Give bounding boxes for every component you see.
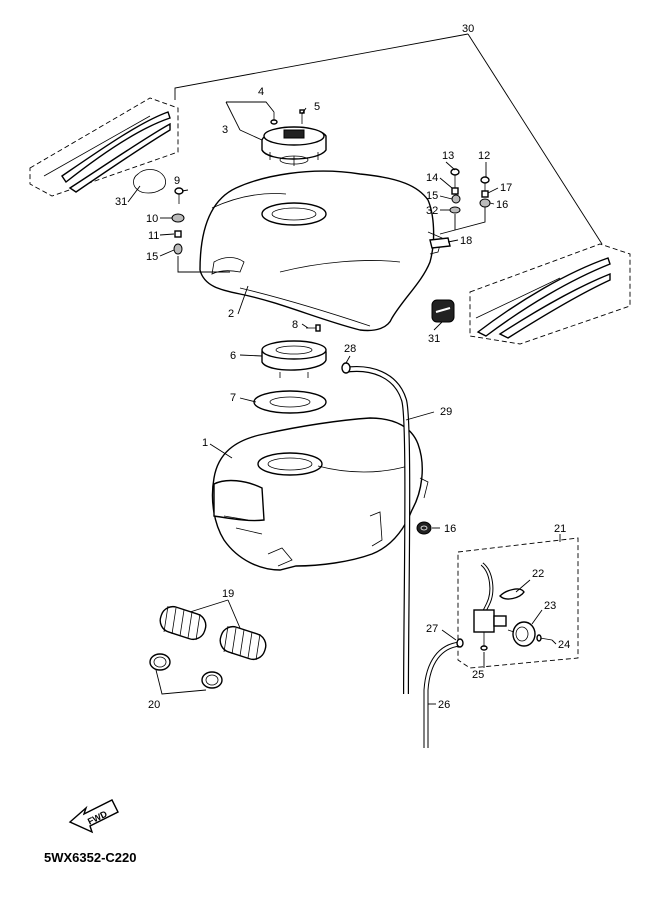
callout-29: 29 bbox=[440, 406, 452, 418]
callout-9: 9 bbox=[174, 175, 180, 187]
collar-11 bbox=[174, 230, 182, 238]
callout-18: 18 bbox=[460, 235, 472, 247]
clamp-20-left bbox=[149, 653, 171, 671]
grommet-15-right bbox=[451, 194, 461, 204]
lever-23 bbox=[507, 621, 536, 647]
callout-12: 12 bbox=[478, 150, 490, 162]
callout-2: 2 bbox=[228, 308, 234, 320]
callout-16-lower: 16 bbox=[444, 523, 456, 535]
callout-22: 22 bbox=[532, 568, 544, 580]
hose-19-right bbox=[219, 625, 267, 661]
callout-3: 3 bbox=[222, 124, 228, 136]
callout-19: 19 bbox=[222, 588, 234, 600]
bolt-8 bbox=[306, 324, 321, 332]
hose-26 bbox=[423, 641, 461, 748]
callout-25: 25 bbox=[472, 669, 484, 681]
callout-13: 13 bbox=[442, 150, 454, 162]
callout-24: 24 bbox=[558, 639, 570, 651]
emblem-left bbox=[133, 169, 166, 194]
left-decal-group bbox=[29, 97, 179, 197]
callout-7: 7 bbox=[230, 392, 236, 404]
callout-10: 10 bbox=[146, 213, 158, 225]
callout-11: 11 bbox=[148, 230, 159, 242]
callout-16-upper: 16 bbox=[496, 199, 508, 211]
callout-4: 4 bbox=[258, 86, 264, 98]
emblem-right bbox=[431, 299, 455, 323]
cap-bolt-4 bbox=[270, 112, 278, 125]
screw-9 bbox=[174, 187, 184, 204]
collar-14 bbox=[451, 187, 459, 195]
clamp-20-right bbox=[201, 671, 223, 689]
callout-31-right: 31 bbox=[428, 333, 440, 345]
callout-26: 26 bbox=[438, 699, 450, 711]
right-decal-group bbox=[469, 243, 631, 345]
diagram-code: 5WX6352-C220 bbox=[44, 850, 137, 865]
gasket-22 bbox=[499, 588, 525, 600]
callout-28: 28 bbox=[344, 343, 356, 355]
screw-24 bbox=[536, 634, 553, 642]
gasket bbox=[253, 390, 327, 414]
callout-30: 30 bbox=[462, 23, 474, 35]
callout-8: 8 bbox=[292, 319, 298, 331]
callout-15-right: 15 bbox=[426, 190, 438, 202]
bolt-12 bbox=[480, 176, 490, 192]
callout-17: 17 bbox=[500, 182, 512, 194]
callout-5: 5 bbox=[314, 101, 320, 113]
callout-23: 23 bbox=[544, 600, 556, 612]
clamp-27 bbox=[456, 638, 464, 648]
collar-17 bbox=[481, 190, 489, 198]
grommet-16-lower bbox=[416, 521, 432, 535]
callout-31-left: 31 bbox=[115, 196, 127, 208]
callout-15-left: 15 bbox=[146, 251, 158, 263]
callout-21: 21 bbox=[554, 523, 566, 535]
washer-32 bbox=[449, 206, 461, 214]
callout-20: 20 bbox=[148, 699, 160, 711]
filler-ring bbox=[261, 340, 327, 378]
bracket-18 bbox=[429, 237, 451, 249]
callout-6: 6 bbox=[230, 350, 236, 362]
leader-30 bbox=[174, 33, 603, 245]
bolt-13 bbox=[450, 168, 460, 188]
callout-32: 32 bbox=[426, 205, 438, 217]
fuel-tank bbox=[211, 417, 429, 571]
callout-labels: 30 4 5 3 9 31 10 11 15 2 13 12 14 17 15 … bbox=[115, 23, 570, 711]
tank-cover bbox=[199, 170, 443, 332]
callout-14: 14 bbox=[426, 172, 438, 184]
grommet-15-left bbox=[173, 243, 183, 255]
hose-29 bbox=[343, 366, 411, 695]
fwd-arrow-icon: FWD bbox=[68, 799, 119, 834]
fuel-cap bbox=[261, 126, 327, 166]
hose-19-left bbox=[159, 605, 207, 641]
clamp-28 bbox=[341, 362, 351, 374]
grommet-16-upper bbox=[479, 198, 491, 208]
fuel-cock-group bbox=[457, 537, 579, 669]
leader-lines bbox=[127, 161, 561, 705]
callout-27: 27 bbox=[426, 623, 438, 635]
callout-1: 1 bbox=[202, 437, 208, 449]
washer-10 bbox=[171, 213, 185, 223]
